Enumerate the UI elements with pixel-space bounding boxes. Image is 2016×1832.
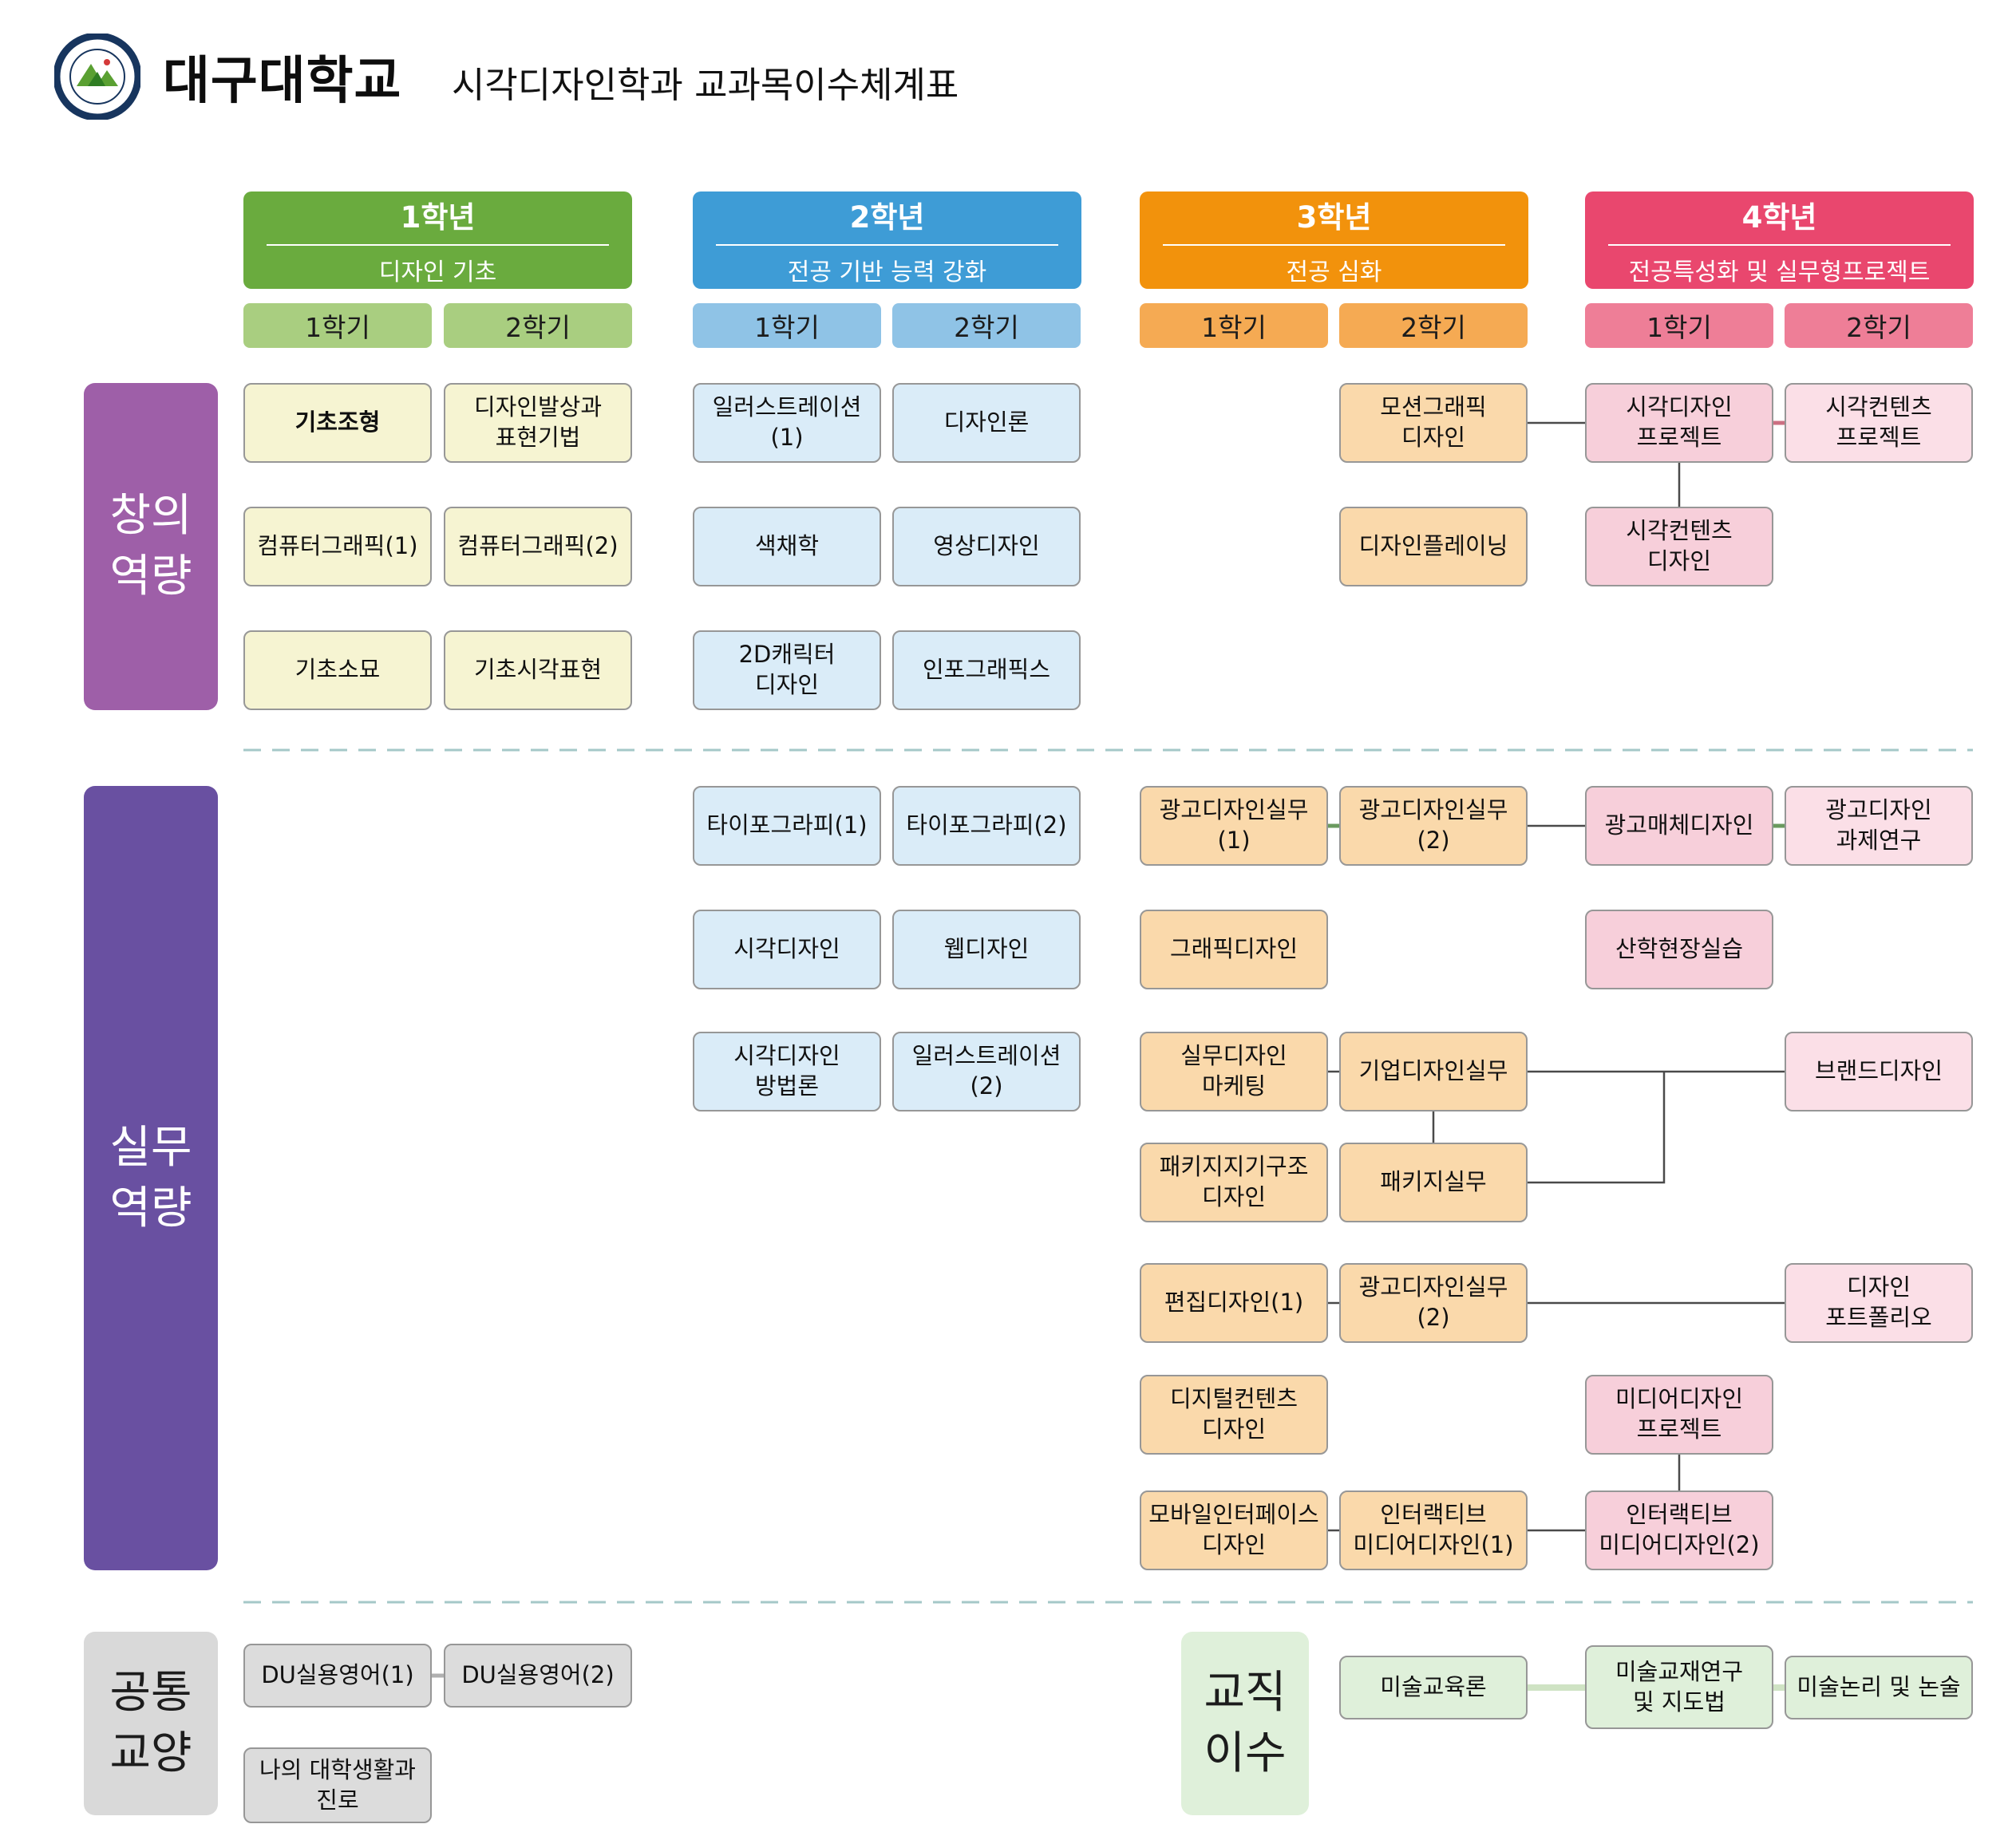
course-box: 미술논리 및 논술: [1785, 1656, 1973, 1719]
course-box: 일러스트레이션(2): [892, 1032, 1081, 1111]
course-box: 브랜드디자인: [1785, 1032, 1973, 1111]
year-4-theme: 전공특성화 및 실무형프로젝트: [1628, 259, 1931, 286]
year-2-semester-2: 2학기: [892, 303, 1081, 348]
course-box: 시각디자인: [693, 910, 881, 989]
course-box: 기초시각표현: [444, 630, 632, 710]
course-box: 기업디자인실무: [1339, 1032, 1528, 1111]
course-box: 광고디자인실무(2): [1339, 786, 1528, 866]
course-box: 미술교재연구 및 지도법: [1585, 1645, 1773, 1729]
course-box: 웹디자인: [892, 910, 1081, 989]
course-box: 기초조형: [243, 383, 432, 463]
course-box: 패키지실무: [1339, 1143, 1528, 1222]
course-box: 그래픽디자인: [1140, 910, 1328, 989]
divider: [1163, 244, 1505, 246]
course-box: 디자인발상과 표현기법: [444, 383, 632, 463]
course-box: 디자인플레이닝: [1339, 507, 1528, 586]
year-4-label: 4학년: [1741, 200, 1817, 235]
course-box: 모션그래픽 디자인: [1339, 383, 1528, 463]
year-2-semester-1: 1학기: [693, 303, 881, 348]
course-box: 실무디자인 마케팅: [1140, 1032, 1328, 1111]
course-box: 패키지지기구조 디자인: [1140, 1143, 1328, 1222]
course-box: 인터랙티브 미디어디자인(2): [1585, 1490, 1773, 1570]
year-2-header: 2학년 전공 기반 능력 강화: [693, 191, 1081, 289]
course-box: 색채학: [693, 507, 881, 586]
course-box: 2D캐릭터 디자인: [693, 630, 881, 710]
course-box: 기초소묘: [243, 630, 432, 710]
year-3-semester-2: 2학기: [1339, 303, 1528, 348]
course-box: 컴퓨터그래픽(2): [444, 507, 632, 586]
course-box: 산학현장실습: [1585, 910, 1773, 989]
section-label-practical: 실무 역량: [84, 786, 218, 1570]
divider: [716, 244, 1058, 246]
course-box: DU실용영어(2): [444, 1644, 632, 1708]
year-4-header: 4학년 전공특성화 및 실무형프로젝트: [1585, 191, 1974, 289]
course-box: 인포그래픽스: [892, 630, 1081, 710]
section-label-teaching: 교직 이수: [1181, 1632, 1309, 1815]
course-box: 광고매체디자인: [1585, 786, 1773, 866]
year-1-label: 1학년: [400, 200, 476, 235]
course-box: 인터랙티브 미디어디자인(1): [1339, 1490, 1528, 1570]
course-box: 광고디자인실무(2): [1339, 1263, 1528, 1343]
year-1-theme: 디자인 기초: [378, 259, 497, 286]
course-box: 타이포그라피(1): [693, 786, 881, 866]
year-1-semester-2: 2학기: [444, 303, 632, 348]
course-box: 미술교육론: [1339, 1656, 1528, 1719]
section-label-creative: 창의 역량: [84, 383, 218, 710]
course-box: 광고디자인실무(1): [1140, 786, 1328, 866]
divider: [267, 244, 609, 246]
course-box: 일러스트레이션(1): [693, 383, 881, 463]
course-box: 시각컨텐츠 프로젝트: [1785, 383, 1973, 463]
course-box: 영상디자인: [892, 507, 1081, 586]
course-box: 나의 대학생활과 진로: [243, 1747, 432, 1823]
year-3-header: 3학년 전공 심화: [1140, 191, 1528, 289]
course-box: 디지털컨텐츠 디자인: [1140, 1375, 1328, 1455]
university-logo-icon: [54, 34, 140, 120]
course-box: DU실용영어(1): [243, 1644, 432, 1708]
year-2-theme: 전공 기반 능력 강화: [787, 259, 987, 286]
divider: [1608, 244, 1951, 246]
course-box: 모바일인터페이스 디자인: [1140, 1490, 1328, 1570]
course-box: 시각컨텐츠 디자인: [1585, 507, 1773, 586]
page-title: 시각디자인학과 교과목이수체계표: [452, 64, 959, 106]
course-box: 컴퓨터그래픽(1): [243, 507, 432, 586]
year-3-label: 3학년: [1296, 200, 1372, 235]
year-3-theme: 전공 심화: [1286, 259, 1382, 286]
section-label-common: 공통 교양: [84, 1632, 218, 1815]
year-1-semester-1: 1학기: [243, 303, 432, 348]
course-box: 시각디자인 프로젝트: [1585, 383, 1773, 463]
year-3-semester-1: 1학기: [1140, 303, 1328, 348]
course-box: 타이포그라피(2): [892, 786, 1081, 866]
course-box: 미디어디자인 프로젝트: [1585, 1375, 1773, 1455]
course-box: 디자인론: [892, 383, 1081, 463]
course-box: 디자인 포트폴리오: [1785, 1263, 1973, 1343]
university-name: 대구대학교: [163, 52, 402, 111]
year-4-semester-2: 2학기: [1785, 303, 1973, 348]
course-box: 시각디자인 방법론: [693, 1032, 881, 1111]
year-1-header: 1학년 디자인 기초: [243, 191, 632, 289]
year-2-label: 2학년: [849, 200, 925, 235]
year-4-semester-1: 1학기: [1585, 303, 1773, 348]
course-box: 광고디자인 과제연구: [1785, 786, 1973, 866]
course-box: 편집디자인(1): [1140, 1263, 1328, 1343]
